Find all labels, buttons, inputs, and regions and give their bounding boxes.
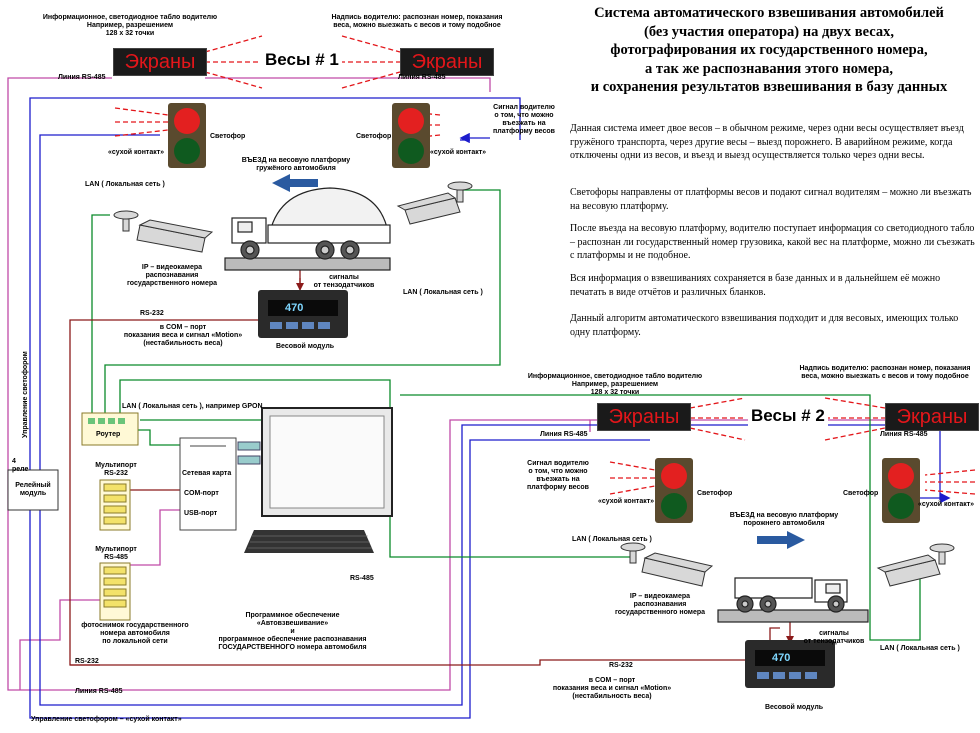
entry-note-1: ВЪЕЗД на весовую платформу гружёного авт…	[241, 157, 351, 172]
camera-note-1: IP – видеокамера распознавания государст…	[126, 264, 218, 287]
multiport-232-label: Мультипорт RS-232	[95, 462, 137, 477]
sensors-note-1: сигналы от тензодатчиков	[313, 274, 375, 289]
led-screen-1b: Экраны	[400, 48, 494, 76]
pc-tower	[179, 437, 261, 531]
traffic-light-label-1a: Светофор	[210, 133, 246, 140]
weight-module-label-2: Весовой модуль	[765, 704, 824, 711]
info-board-note-2: Информационное, светодиодное табло водит…	[527, 373, 703, 396]
com-note-1: в COM – порт показания веса и сигнал «Mo…	[123, 324, 243, 347]
weight-module-2	[745, 640, 835, 688]
description-p4: Вся информация о взвешиваниях сохраняетс…	[570, 273, 941, 298]
lan-label-2b: LAN ( Локальная сеть )	[880, 645, 960, 652]
traffic-light-label-1b: Светофор	[356, 133, 392, 140]
rs485-label-2a: Линия RS-485	[540, 431, 588, 438]
network-card-label: Сетевая карта	[182, 470, 232, 477]
lan-label-2a: LAN ( Локальная сеть )	[572, 536, 652, 543]
info-board-note-1: Информационное, светодиодное табло водит…	[42, 14, 218, 37]
keyboard	[244, 530, 374, 553]
page-title: Система автоматического взвешивания авто…	[590, 5, 948, 95]
driver-signal-note-1: Сигнал водителю о том, что можно въезжат…	[493, 104, 555, 135]
weight-module-1	[258, 290, 348, 338]
monitor	[261, 407, 393, 517]
rs485-label-1b: Линия RS-485	[398, 74, 446, 81]
ip-camera-2a	[620, 542, 714, 587]
rs485-center-label: RS-485	[350, 575, 374, 582]
sensors-note-2: сигналы от тензодатчиков	[803, 630, 865, 645]
usb-port-label: USB-порт	[184, 510, 218, 517]
weight-display-2: 470	[772, 652, 791, 664]
led-screen-2a: Экраны	[597, 403, 691, 431]
ip-camera-1a	[113, 210, 214, 253]
rs485-label-2b: Линия RS-485	[880, 431, 928, 438]
router-device	[81, 412, 139, 446]
dry-contact-label-1a: «сухой контакт»	[108, 149, 165, 156]
dry-contact-label-1b: «сухой контакт»	[430, 149, 487, 156]
description-p1: Данная система имеет двое весов – в обыч…	[570, 123, 964, 161]
board-note-1: Надпись водителю: распознан номер, показ…	[331, 14, 503, 29]
rs232-label-1: RS-232	[140, 310, 164, 317]
description-p3: После въезда на весовую платформу, водит…	[570, 223, 975, 261]
traffic-light-1a	[168, 103, 206, 168]
signal-rays-2	[609, 397, 976, 495]
lan-label-1a: LAN ( Локальная сеть )	[85, 181, 165, 188]
ip-camera-2b	[876, 543, 955, 587]
traffic-light-1b	[392, 103, 430, 168]
relay-count-label: 4 реле	[12, 458, 29, 473]
relay-module-box	[7, 469, 59, 511]
traffic-control-lines	[29, 97, 951, 719]
multiport-485-label: Мультипорт RS-485	[95, 546, 137, 561]
relay-module-label: Релейный модуль	[15, 482, 51, 497]
empty-truck	[717, 577, 869, 623]
lan-lines	[91, 189, 921, 641]
board-note-2: Надпись водителю: распознан номер, показ…	[799, 365, 971, 380]
camera-note-2: IP – видеокамера распознавания государст…	[614, 593, 706, 616]
led-screen-2b: Экраны	[885, 403, 979, 431]
traffic-control-bottom-label: Управление светофором – «сухой контакт»	[31, 716, 182, 723]
dry-contact-label-2a: «сухой контакт»	[598, 498, 655, 505]
description-p2: Светофоры направлены от платформы весов …	[570, 187, 972, 212]
traffic-light-2a	[655, 458, 693, 523]
rs232-label-2: RS-232	[609, 662, 633, 669]
entry-note-2: ВЪЕЗД на весовую платформу порожнего авт…	[729, 512, 839, 527]
rs232-bottom-label: RS-232	[75, 658, 99, 665]
rs485-bottom-label: Линия RS-485	[75, 688, 123, 695]
scale-2-label: Весы # 2	[748, 406, 828, 426]
lan-label-1b: LAN ( Локальная сеть )	[403, 289, 483, 296]
router-label: Роутер	[96, 431, 121, 438]
weight-display-1: 470	[285, 302, 304, 314]
description-p5: Данный алгоритм автоматического взвешива…	[570, 313, 959, 338]
traffic-light-2b	[882, 458, 920, 523]
traffic-light-label-2b: Светофор	[843, 490, 879, 497]
traffic-control-vertical-label: Управление светофором	[22, 351, 29, 438]
com-note-2: в COM – порт показания веса и сигнал «Mo…	[552, 677, 672, 700]
multiport-485-device	[99, 562, 131, 621]
rs485-label-1a: Линия RS-485	[58, 74, 106, 81]
scale-1-label: Весы # 1	[262, 50, 342, 70]
dry-contact-label-2b: «сухой контакт»	[918, 501, 975, 508]
led-screen-1a: Экраны	[113, 48, 207, 76]
multiport-232-device	[99, 479, 131, 531]
loaded-truck	[224, 187, 391, 271]
com-port-label: COM-порт	[184, 490, 219, 497]
traffic-light-label-2a: Светофор	[697, 490, 733, 497]
router-lan-label: LAN ( Локальная сеть ), например GPON	[122, 403, 263, 410]
driver-signal-note-2: Сигнал водителю о том, что можно въезжат…	[527, 460, 589, 491]
weight-module-label-1: Весовой модуль	[276, 343, 335, 350]
photo-note: фотоснимок государственного номера автом…	[81, 622, 189, 645]
software-note: Программное обеспечение «Автовзвешивание…	[218, 612, 367, 651]
ip-camera-1b	[396, 181, 473, 225]
